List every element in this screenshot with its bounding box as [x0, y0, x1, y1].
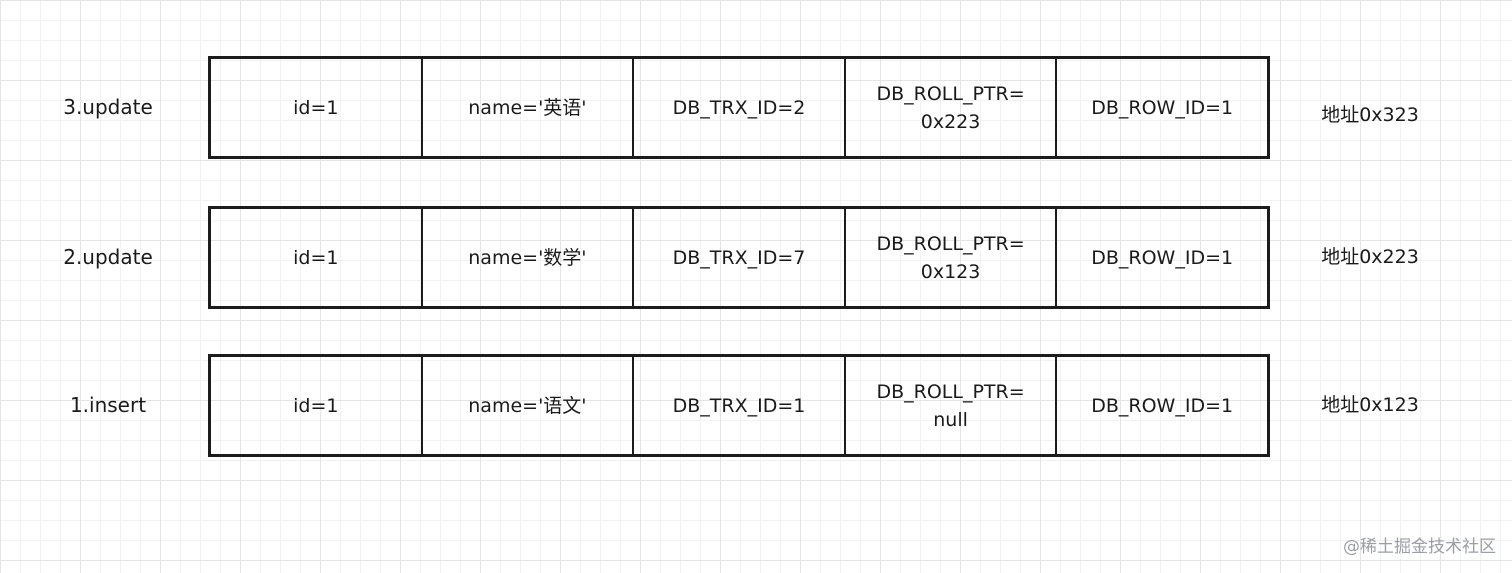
address-label: 地址0x123 [1321, 394, 1419, 416]
id-text: id=1 [293, 394, 339, 417]
watermark-label: @稀土掘金技术社区 [1343, 537, 1496, 557]
name-text: name='数学' [468, 246, 587, 269]
row-id-cell: DB_ROW_ID=1 [1057, 209, 1267, 306]
roll-ptr-text: DB_ROLL_PTR= 0x123 [876, 230, 1024, 286]
record-box: id=1 name='英语' DB_TRX_ID=2 DB_ROLL_PTR= … [208, 56, 1270, 159]
step-label: 3.update [63, 95, 153, 119]
record-box: id=1 name='数学' DB_TRX_ID=7 DB_ROLL_PTR= … [208, 206, 1270, 309]
id-text: id=1 [293, 246, 339, 269]
row-id-cell: DB_ROW_ID=1 [1057, 59, 1267, 156]
id-cell: id=1 [211, 209, 423, 306]
address-label: 地址0x223 [1321, 246, 1419, 268]
roll-ptr-cell: DB_ROLL_PTR= 0x223 [846, 59, 1058, 156]
id-text: id=1 [293, 96, 339, 119]
trx-id-cell: DB_TRX_ID=2 [634, 59, 846, 156]
trx-id-cell: DB_TRX_ID=1 [634, 357, 846, 454]
name-text: name='英语' [468, 96, 587, 119]
id-cell: id=1 [211, 357, 423, 454]
roll-ptr-value: null [933, 408, 968, 431]
roll-ptr-text: DB_ROLL_PTR= null [876, 378, 1024, 434]
roll-ptr-text: DB_ROLL_PTR= 0x223 [876, 80, 1024, 136]
name-cell: name='语文' [423, 357, 635, 454]
version-row-update-2: 2.update id=1 name='数学' DB_TRX_ID=7 DB_R… [0, 206, 1512, 309]
row-id-cell: DB_ROW_ID=1 [1057, 357, 1267, 454]
name-cell: name='英语' [423, 59, 635, 156]
name-cell: name='数学' [423, 209, 635, 306]
row-id-text: DB_ROW_ID=1 [1091, 394, 1234, 417]
step-label: 2.update [63, 245, 153, 269]
row-id-text: DB_ROW_ID=1 [1091, 96, 1234, 119]
record-box: id=1 name='语文' DB_TRX_ID=1 DB_ROLL_PTR= … [208, 354, 1270, 457]
id-cell: id=1 [211, 59, 423, 156]
trx-id-cell: DB_TRX_ID=7 [634, 209, 846, 306]
trx-id-text: DB_TRX_ID=1 [672, 394, 806, 417]
roll-ptr-key: DB_ROLL_PTR= [876, 232, 1025, 255]
row-id-text: DB_ROW_ID=1 [1091, 246, 1234, 269]
roll-ptr-key: DB_ROLL_PTR= [876, 380, 1025, 403]
trx-id-text: DB_TRX_ID=7 [672, 246, 806, 269]
version-row-insert-1: 1.insert id=1 name='语文' DB_TRX_ID=1 DB_R… [0, 354, 1512, 457]
roll-ptr-value: 0x123 [920, 260, 981, 283]
roll-ptr-cell: DB_ROLL_PTR= 0x123 [846, 209, 1058, 306]
roll-ptr-value: 0x223 [920, 110, 981, 133]
version-row-update-3: 3.update id=1 name='英语' DB_TRX_ID=2 DB_R… [0, 56, 1512, 159]
name-text: name='语文' [468, 394, 587, 417]
step-label: 1.insert [69, 393, 147, 417]
roll-ptr-cell: DB_ROLL_PTR= null [846, 357, 1058, 454]
roll-ptr-key: DB_ROLL_PTR= [876, 82, 1025, 105]
address-label: 地址0x323 [1321, 104, 1419, 126]
trx-id-text: DB_TRX_ID=2 [672, 96, 806, 119]
